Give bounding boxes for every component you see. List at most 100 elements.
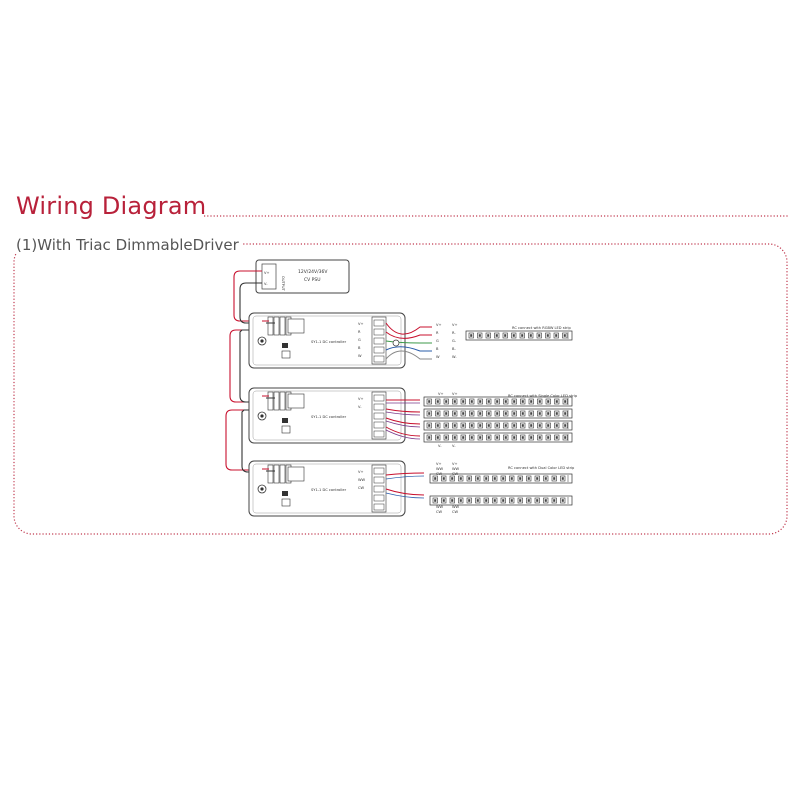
output-terminal: [373, 403, 385, 411]
rgbw-wire: [385, 346, 432, 352]
led-chip-core: [536, 499, 539, 502]
led-chip-core: [504, 334, 507, 337]
led-chip-core: [485, 477, 488, 480]
dual-pin-left-bottom: CW: [436, 510, 443, 514]
led-chip-core: [436, 400, 439, 403]
dual-pin-left: V+: [436, 462, 441, 466]
dual-pin-right: CW: [452, 472, 459, 476]
rgbw-led-strip: [465, 330, 573, 341]
led-chip-core: [561, 477, 564, 480]
single-wire-red: [385, 417, 421, 425]
led-chip-core: [502, 499, 505, 502]
led-chip-core: [442, 499, 445, 502]
led-chip-core: [521, 436, 524, 439]
led-chip-core: [478, 334, 481, 337]
link-red-1-2: [229, 329, 262, 403]
dual-pin-right-bottom: WW: [452, 505, 460, 509]
single-led-strip: [423, 432, 573, 443]
output-terminal: [373, 485, 385, 493]
led-chip-core: [496, 424, 499, 427]
led-chip-core: [555, 412, 558, 415]
led-chip-core: [428, 400, 431, 403]
led-chip-core: [470, 400, 473, 403]
led-chip-core: [445, 436, 448, 439]
rgbw-pin-right: W-: [452, 355, 457, 359]
psu-type-label: CV PSU: [304, 277, 321, 283]
single-led-strip: [423, 408, 573, 419]
led-chip-core: [479, 436, 482, 439]
rgbw-pin-right: G-: [452, 339, 457, 343]
led-chip-core: [470, 334, 473, 337]
single-led-strip: [423, 396, 573, 407]
led-chip-core: [530, 436, 533, 439]
led-chip-core: [493, 499, 496, 502]
led-chip-core: [521, 424, 524, 427]
led-chip-core: [470, 424, 473, 427]
led-chip-core: [563, 334, 566, 337]
rgbw-pin-right: B-: [452, 347, 456, 351]
led-chip-core: [529, 334, 532, 337]
knob-center-icon: [260, 487, 264, 491]
led-chip-core: [504, 436, 507, 439]
led-chip-core: [487, 436, 490, 439]
input-terminal: [273, 464, 280, 484]
led-chip-core: [428, 424, 431, 427]
rgbw-pin-left: R: [436, 331, 439, 335]
link-red-2-3: [225, 409, 262, 471]
led-chip-core: [555, 424, 558, 427]
dual-pin-right-bottom: CW: [452, 510, 459, 514]
psu-unit: V+ V- OUTPUT 12V/24V/36V CV PSU: [255, 259, 350, 294]
led-chip-core: [504, 412, 507, 415]
led-chip-core: [521, 334, 524, 337]
led-chip-core: [468, 477, 471, 480]
output-terminal: [373, 503, 385, 511]
diagram-frame: [13, 243, 788, 535]
rgbw-pin-left: B: [436, 347, 439, 351]
dual-pin-left-bottom: WW: [436, 505, 444, 509]
led-chip-core: [459, 477, 462, 480]
led-chip-core: [553, 477, 556, 480]
dual-pin-right: WW: [452, 467, 460, 471]
single-led-strip: [423, 420, 573, 431]
controller-inner-outline: [252, 463, 402, 514]
single-wire-red: [385, 426, 421, 437]
single-pin-right-bottom: V-: [452, 444, 456, 448]
led-chip-core: [470, 412, 473, 415]
led-chip-core: [547, 436, 550, 439]
led-chip-core: [479, 424, 482, 427]
output-terminal: [373, 346, 385, 354]
output-pin-label: V-: [358, 405, 362, 409]
led-chip-core: [547, 424, 550, 427]
dip-switch: [287, 393, 305, 409]
output-terminal: [373, 328, 385, 336]
led-chip-core: [555, 400, 558, 403]
psu-output-label: OUTPUT: [281, 276, 285, 291]
psu-voltage-label: 12V/24V/36V: [298, 269, 328, 275]
led-chip-core: [487, 334, 490, 337]
output-pin-label: V+: [358, 470, 363, 474]
rgbw-wire: [385, 331, 432, 339]
output-terminal: [373, 430, 385, 438]
dual-led-strip: [429, 495, 573, 506]
led-chip-core: [561, 499, 564, 502]
led-chip-core: [428, 412, 431, 415]
dual-pin-left: WW: [436, 467, 444, 471]
input-terminal: [279, 391, 286, 411]
dual-pin-right: V+: [452, 462, 457, 466]
rgbw-wire: [385, 322, 432, 335]
led-chip-core: [453, 436, 456, 439]
indicator-led: [282, 343, 288, 348]
output-terminal: [373, 494, 385, 502]
led-chip-core: [451, 499, 454, 502]
dual-strip-label: RC connect with Dual Color LED strip: [508, 466, 575, 470]
led-chip-core: [538, 436, 541, 439]
led-chip-core: [564, 436, 567, 439]
dual-led-strip: [429, 473, 573, 484]
controller-inner-outline: [252, 390, 402, 441]
rgbw-pin-right: R-: [452, 331, 456, 335]
